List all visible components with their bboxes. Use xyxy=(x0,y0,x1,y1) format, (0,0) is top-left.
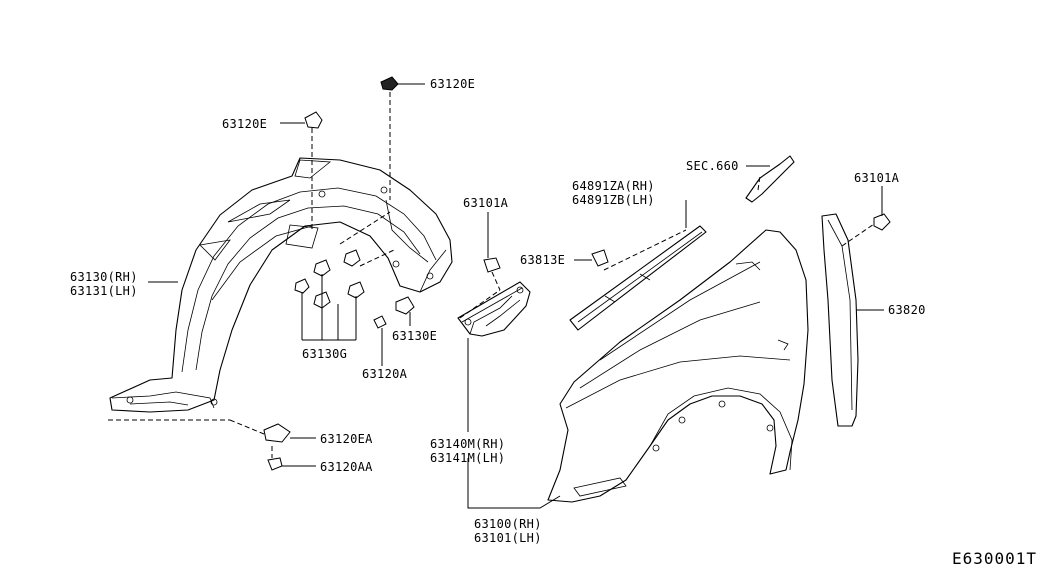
seal-strip xyxy=(569,225,707,331)
label-liner-lh: 63131(LH) xyxy=(70,284,138,298)
liner-clips xyxy=(263,76,415,471)
label-screw-aa: 63120AA xyxy=(320,460,373,474)
label-seal-lh: 64891ZB(LH) xyxy=(572,193,655,207)
diagram-code: E630001T xyxy=(951,549,1037,568)
label-screw-right: 63101A xyxy=(854,171,900,185)
label-clip-left: 63120E xyxy=(222,117,267,131)
label-cover-820: 63820 xyxy=(888,303,926,317)
fender-liner xyxy=(109,157,453,413)
protector-bracket xyxy=(457,249,609,337)
label-bracket-ea: 63120EA xyxy=(320,432,373,446)
sec660-part xyxy=(745,155,795,203)
label-clip-813: 63813E xyxy=(520,253,565,267)
label-screw-a: 63120A xyxy=(362,367,408,381)
label-protector-rh: 63140M(RH) xyxy=(430,437,505,451)
label-seal-rh: 64891ZA(RH) xyxy=(572,179,655,193)
label-fender-rh: 63100(RH) xyxy=(474,517,542,531)
label-clip-g: 63130G xyxy=(302,347,347,361)
fender-panel xyxy=(547,229,809,503)
leader-lines xyxy=(108,83,884,509)
label-clip-top: 63120E xyxy=(430,77,475,91)
label-protector-lh: 63141M(LH) xyxy=(430,451,505,465)
label-fender-lh: 63101(LH) xyxy=(474,531,542,545)
fender-cover-63820 xyxy=(821,213,891,427)
label-screw-mid: 63101A xyxy=(463,196,509,210)
label-clip-e: 63130E xyxy=(392,329,437,343)
label-liner-rh: 63130(RH) xyxy=(70,270,138,284)
label-sec-ref: SEC.660 xyxy=(686,159,739,173)
